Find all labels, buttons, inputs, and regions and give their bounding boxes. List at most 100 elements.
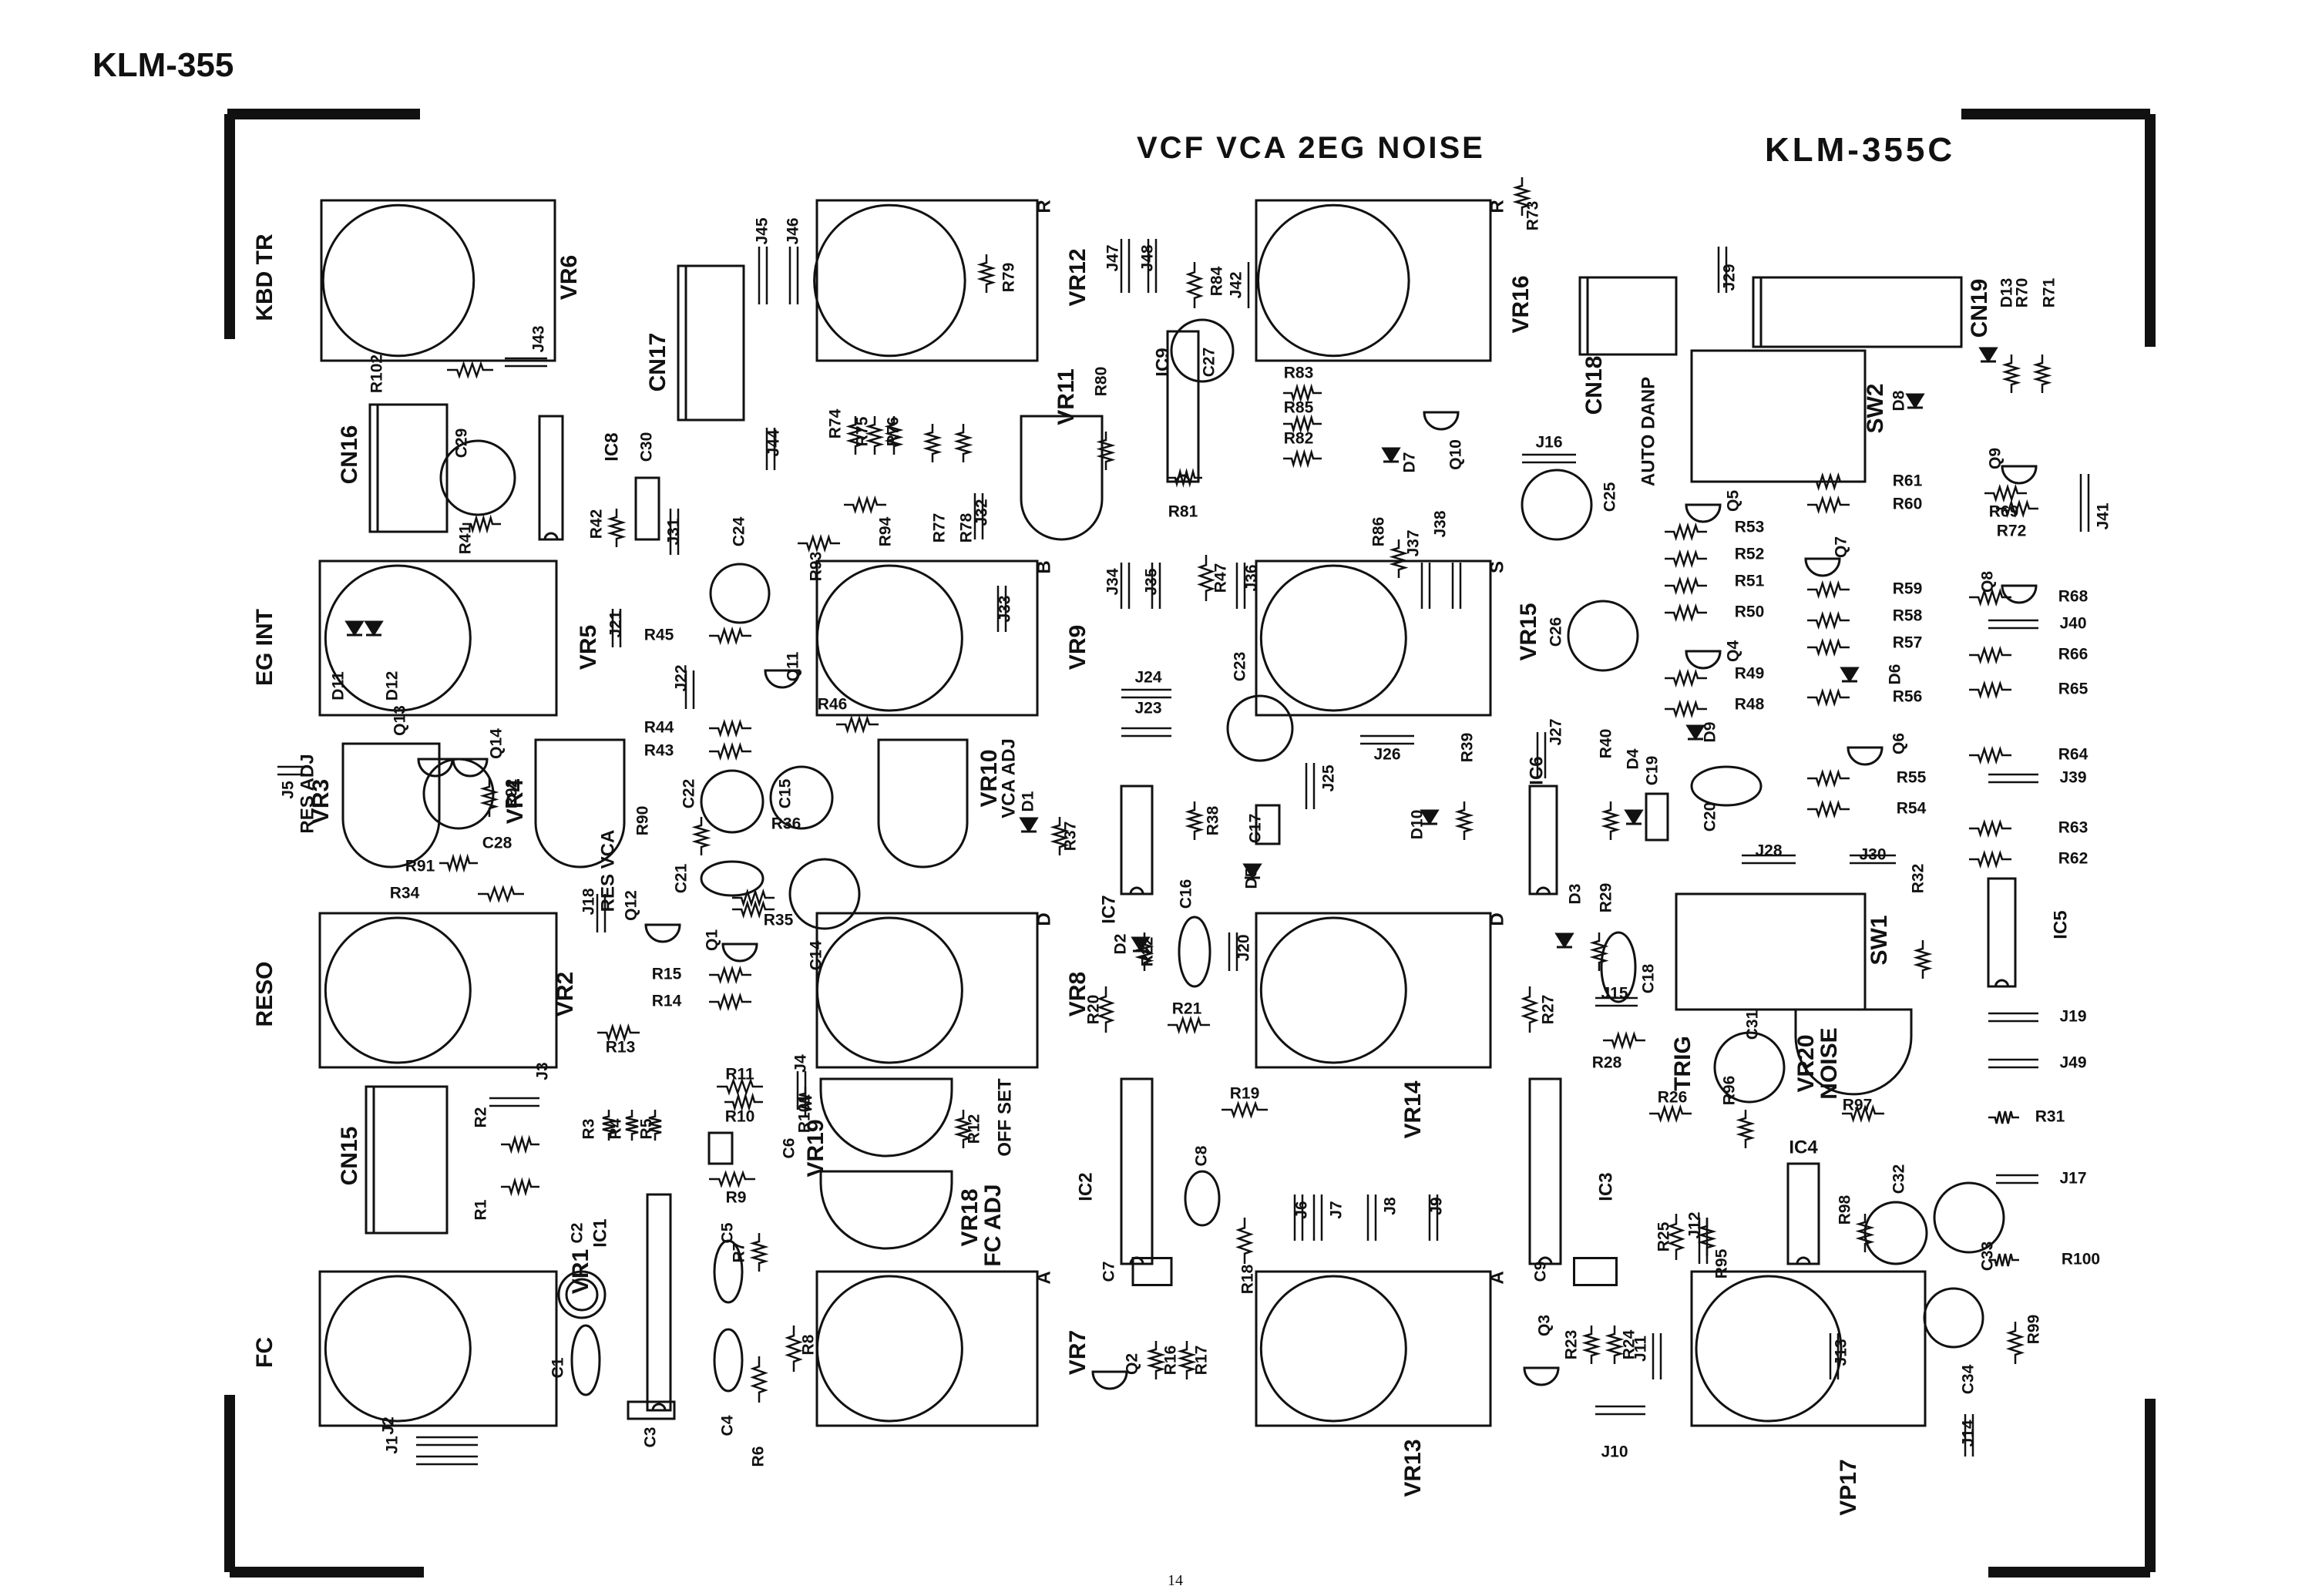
jumper-label: J5 (280, 781, 297, 799)
resistor (1665, 668, 1707, 688)
potentiometer (815, 559, 1039, 717)
resistor (1454, 801, 1474, 840)
resistor-label: R82 (1284, 430, 1314, 448)
diode (1840, 667, 1860, 683)
ic-label: IC6 (1526, 756, 1547, 785)
capacitor-label: C26 (1547, 617, 1565, 647)
resistor-label: R34 (390, 885, 420, 902)
jumper-label: J7 (1328, 1201, 1346, 1218)
jumper (788, 247, 799, 304)
capacitor (627, 1400, 676, 1420)
jumper-label: J34 (1104, 568, 1122, 595)
potentiometer-terminal-label: D (1487, 912, 1507, 926)
jumper (1451, 563, 1462, 609)
panel-label: KBD TR (252, 234, 277, 321)
resistor-label: R62 (2058, 850, 2089, 868)
resistor-label: R55 (1897, 769, 1927, 787)
resistor (1807, 687, 1850, 707)
resistor (648, 1110, 662, 1141)
jumper (1360, 734, 1414, 745)
switch (1690, 349, 1867, 483)
transistor-label: Q1 (704, 929, 721, 951)
capacitor (788, 858, 861, 930)
capacitor-label: C17 (1247, 814, 1265, 844)
transistor-label: Q13 (391, 705, 409, 736)
resistor-label: R84 (1208, 266, 1226, 296)
resistor (1969, 680, 2011, 700)
jumper-label: J14 (1960, 1420, 1978, 1446)
jumper-label: J17 (2059, 1170, 2086, 1188)
jumper-label: J18 (580, 888, 598, 915)
diode (364, 620, 384, 637)
capacitor-label: C2 (569, 1223, 586, 1244)
resistor-label: R50 (1735, 603, 1765, 621)
connector (1578, 276, 1678, 356)
jumper-label: J49 (2059, 1054, 2086, 1072)
jumper-label: J12 (1686, 1211, 1704, 1238)
resistor-label: R45 (644, 627, 674, 644)
panel-label: TRIG (1670, 1036, 1695, 1091)
trimmer-potentiometer (1794, 1008, 1913, 1096)
resistor-label: R91 (405, 858, 435, 875)
resistor-label: R19 (1230, 1085, 1260, 1103)
jumper-label: J22 (673, 664, 691, 691)
potentiometer-terminal-label: S (1487, 561, 1507, 573)
resistor-label: R21 (1172, 1000, 1202, 1018)
resistor-label: R7 (731, 1242, 748, 1263)
trimmer-label: VR18 (957, 1188, 983, 1246)
jumper-label: J42 (1228, 271, 1245, 298)
potentiometer (1255, 1270, 1492, 1427)
panel-label: AUTO DANP (1638, 377, 1658, 486)
jumper-label: J28 (1755, 842, 1782, 860)
potentiometer (815, 912, 1039, 1069)
jumper-label: J13 (1833, 1339, 1850, 1366)
resistor-label: R32 (1910, 864, 1927, 894)
jumper-label: J25 (1320, 764, 1338, 791)
resistor (1050, 817, 1070, 855)
jumper-label: J4 (792, 1054, 810, 1073)
jumper (1151, 563, 1161, 609)
potentiometer (1690, 1270, 1927, 1427)
board-model: KLM-355C (1765, 131, 1956, 169)
transistor (1847, 746, 1884, 766)
resistor-label: R102 (368, 354, 386, 393)
resistor (717, 1077, 763, 1096)
diode-label: D8 (1890, 390, 1908, 411)
jumper (1121, 688, 1171, 699)
resistor-label: R47 (1212, 563, 1230, 593)
resistor (625, 1110, 639, 1141)
diode-label: D7 (1401, 452, 1419, 473)
resistor-label: R22 (1139, 937, 1157, 967)
resistor-label: R57 (1893, 634, 1923, 652)
potentiometer-label: VR12 (1065, 248, 1090, 306)
trimmer-potentiometer (1020, 415, 1104, 541)
resistor (462, 514, 501, 534)
trimmer-label: VR3 (308, 779, 334, 824)
jumper (1235, 563, 1246, 609)
capacitor-label: C19 (1644, 756, 1662, 786)
resistor (2001, 354, 2021, 393)
potentiometer-label: VR2 (553, 972, 578, 1016)
capacitor (700, 769, 765, 834)
trimmer-potentiometer (341, 742, 441, 869)
diode (1554, 932, 1574, 949)
resistor-label: R70 (2014, 278, 2031, 308)
potentiometer-terminal-label: D (1033, 912, 1054, 926)
capacitor-label: C3 (642, 1427, 660, 1448)
diode (1242, 863, 1262, 879)
resistor (1984, 483, 2027, 503)
resistor (1807, 768, 1850, 788)
transistor-label: Q6 (1890, 733, 1908, 754)
resistor-label: R98 (1836, 1194, 1854, 1225)
resistor (1097, 986, 1115, 1033)
capacitor (1645, 792, 1669, 842)
resistor-label: R77 (931, 513, 949, 543)
trimmer-label: VR11 (1054, 368, 1079, 425)
capacitor (709, 563, 771, 624)
potentiometer-label: VR8 (1065, 972, 1090, 1016)
connector-label: CN19 (1967, 279, 1992, 338)
potentiometer-label: VR9 (1065, 625, 1090, 670)
transistor-label: Q7 (1833, 536, 1850, 558)
capacitor (1863, 1201, 1928, 1265)
resistor-label: R63 (2058, 819, 2089, 837)
